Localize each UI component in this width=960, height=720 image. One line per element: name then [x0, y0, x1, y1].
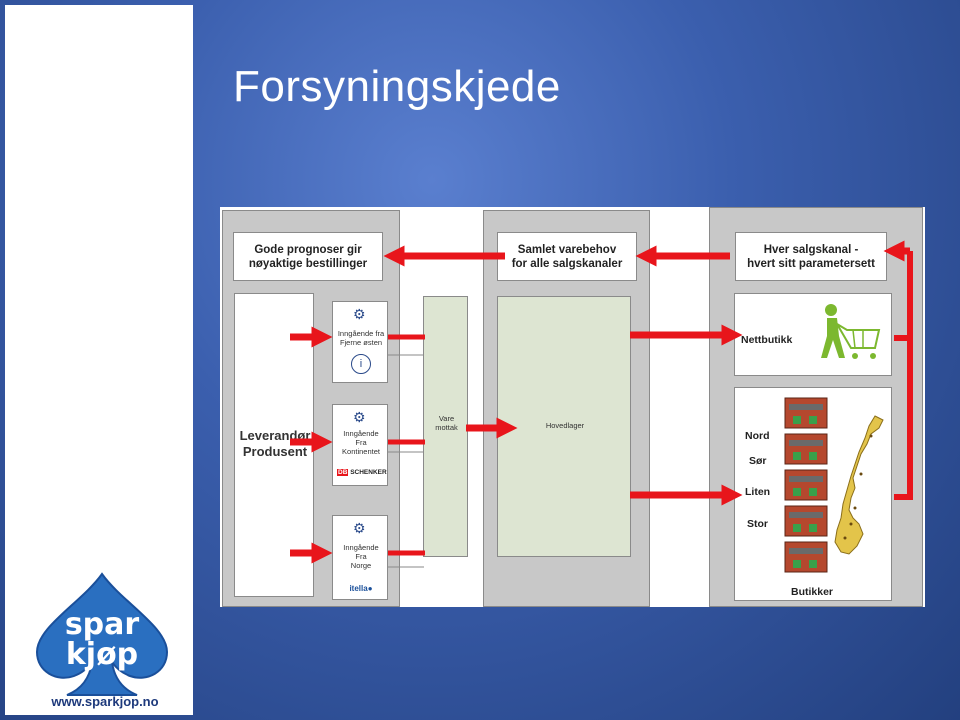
carrier-schenker: DB SCHENKER: [337, 469, 387, 476]
receiving-line1: Vare: [438, 414, 455, 423]
inbound-continent: ⚙ Inngående Fra Kontinentet DB SCHENKER: [332, 404, 388, 486]
inbound-2-line2: Fra: [355, 552, 367, 561]
inbound-2-line1: Inngående: [343, 543, 379, 552]
carrier-schenker-text: SCHENKER: [350, 469, 387, 476]
store-liten-label: Liten: [745, 486, 771, 498]
inbound-1-line1: Inngående: [343, 429, 379, 438]
store-nord-label: Nord: [745, 430, 770, 442]
main-warehouse-label: Hovedlager: [545, 421, 585, 430]
store-sor-label: Sør: [749, 455, 767, 467]
webshop-label: Nettbutikk: [741, 334, 793, 346]
forecast-line2: nøyaktige bestillinger: [248, 257, 368, 270]
db-logo-icon: DB: [337, 469, 349, 476]
store-buildings-icon: [784, 397, 828, 573]
main-warehouse-box: Hovedlager: [497, 296, 631, 557]
channel-line2: hvert sitt parametersett: [747, 257, 875, 270]
stores-box: Nord Sør Liten Stor Butikker: [734, 387, 892, 601]
forklift-icon: ⚙: [353, 520, 366, 536]
supply-chain-diagram: Gode prognoser gir nøyaktige bestillinge…: [220, 207, 925, 607]
forecast-box: Gode prognoser gir nøyaktige bestillinge…: [233, 232, 383, 281]
carrier-emblem-icon: i: [351, 354, 371, 374]
forklift-icon: ⚙: [353, 306, 366, 322]
logo-text-kjop: kjøp: [66, 637, 138, 672]
receiving-line2: mottak: [435, 423, 458, 432]
demand-line1: Samlet varebehov: [517, 243, 617, 256]
inbound-2-line3: Norge: [350, 561, 372, 570]
norway-map-icon: [834, 415, 884, 555]
inbound-far-east: ⚙ Inngående fra Fjerne østen i: [332, 301, 388, 383]
stores-label: Butikker: [791, 586, 834, 598]
feedback-line-stores: [894, 338, 913, 500]
demand-line2: for alle salgskanaler: [511, 257, 623, 270]
channel-line1: Hver salgskanal -: [763, 243, 859, 256]
feedback-line-webshop: [894, 251, 913, 341]
carrier-itella: itella●: [349, 584, 373, 593]
page-title: Forsyningskjede: [233, 62, 561, 111]
carrier-itella-text: itella: [349, 584, 368, 593]
supplier-line2: Produsent: [242, 444, 308, 459]
inbound-norway: ⚙ Inngående Fra Norge itella●: [332, 515, 388, 600]
inbound-1-line2: Fra: [355, 438, 367, 447]
logo-text-spar: spar: [65, 607, 140, 642]
logo-url[interactable]: www.sparkjop.no: [51, 694, 159, 709]
sparkjop-logo: spar kjøp: [35, 572, 169, 696]
inbound-0-line1: Inngående fra: [337, 329, 385, 338]
forklift-icon: ⚙: [353, 409, 366, 425]
store-stor-label: Stor: [747, 518, 768, 530]
inbound-0-line2: Fjerne østen: [339, 338, 383, 347]
forecast-line1: Gode prognoser gir: [254, 243, 362, 256]
inbound-1-line3: Kontinentet: [342, 447, 380, 456]
arrows-layer: [290, 240, 913, 568]
demand-box: Samlet varebehov for alle salgskanaler: [497, 232, 637, 281]
shopping-cart-person-icon: [821, 304, 881, 359]
